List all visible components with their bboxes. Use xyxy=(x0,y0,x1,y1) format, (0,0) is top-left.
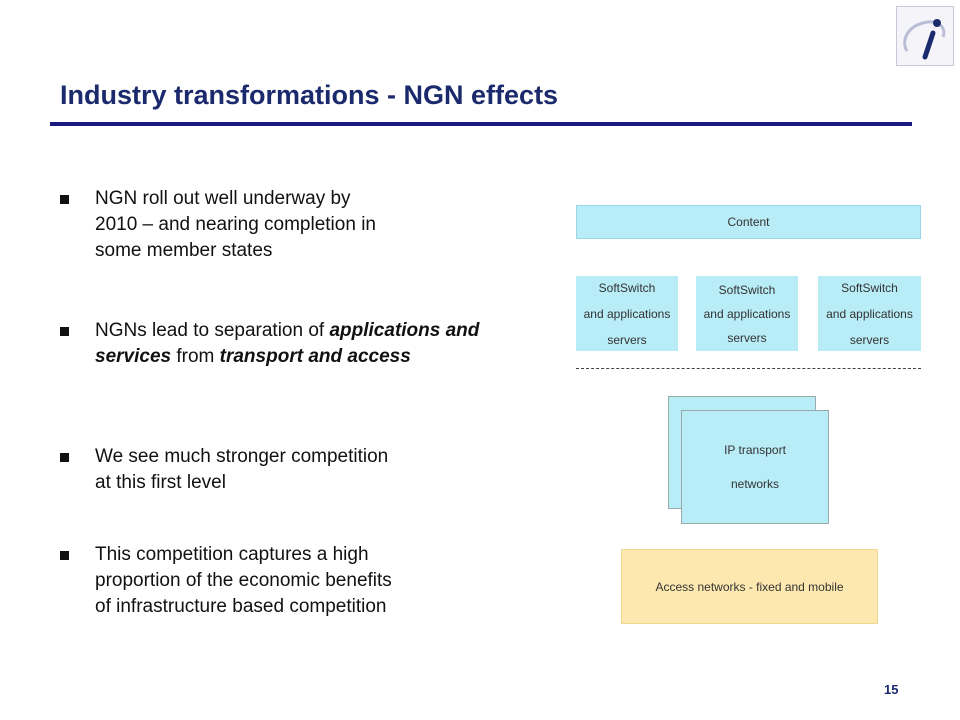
layer-divider xyxy=(576,368,921,369)
bullet-line: some member states xyxy=(95,240,273,261)
bullet-text: NGNs lead to separation of applications … xyxy=(95,318,480,370)
bullet-emphasis: transport and access xyxy=(219,346,411,367)
softswitch-line: servers xyxy=(727,330,767,345)
bullet-line: NGN roll out well underway by xyxy=(95,188,351,209)
bullet-text: NGN roll out well underway by 2010 – and… xyxy=(95,186,480,264)
bullet-square-icon xyxy=(60,195,69,204)
bullet-square-icon xyxy=(60,453,69,462)
bullet-line: 2010 – and nearing completion in xyxy=(95,214,376,235)
bullet-square-icon xyxy=(60,551,69,560)
ip-transport-box: IP transport networks xyxy=(681,410,829,524)
ip-transport-line: IP transport xyxy=(724,443,786,457)
softswitch-line: servers xyxy=(607,332,647,347)
access-networks-label: Access networks - fixed and mobile xyxy=(655,579,844,594)
softswitch-line: SoftSwitch xyxy=(841,280,898,295)
page-number: 15 xyxy=(884,682,899,697)
bullet-line: at this first level xyxy=(95,472,226,493)
softswitch-box: SoftSwitch and applications servers xyxy=(696,276,798,351)
bullet-text-part: from xyxy=(171,346,220,367)
page-title: Industry transformations - NGN effects xyxy=(60,80,559,110)
bullet-line: We see much stronger competition xyxy=(95,446,389,467)
softswitch-line: and applications xyxy=(703,306,791,321)
bullet-text-part: NGNs lead to separation of xyxy=(95,320,330,341)
bullet-line: This competition captures a high xyxy=(95,544,369,565)
title-underline xyxy=(50,122,912,126)
softswitch-box: SoftSwitch and applications servers xyxy=(818,276,921,351)
content-layer-box: Content xyxy=(576,205,921,239)
bullet-line: proportion of the economic benefits xyxy=(95,570,392,591)
ip-transport-line: networks xyxy=(730,477,780,491)
softswitch-line: and applications xyxy=(583,306,671,321)
bullet-line: of infrastructure based competition xyxy=(95,596,387,617)
bullet-emphasis: applications and services xyxy=(95,320,480,367)
softswitch-box: SoftSwitch and applications servers xyxy=(576,276,678,351)
logo-icon xyxy=(903,19,946,60)
content-label: Content xyxy=(727,215,770,229)
bullet-text: We see much stronger competition at this… xyxy=(95,444,480,496)
bullet-text: This competition captures a high proport… xyxy=(95,542,480,620)
access-networks-box: Access networks - fixed and mobile xyxy=(621,549,878,624)
softswitch-line: SoftSwitch xyxy=(598,280,656,295)
bullet-square-icon xyxy=(60,327,69,336)
softswitch-line: and applications xyxy=(826,306,913,321)
softswitch-line: SoftSwitch xyxy=(718,282,776,297)
logo xyxy=(896,6,954,66)
softswitch-line: servers xyxy=(849,332,890,347)
